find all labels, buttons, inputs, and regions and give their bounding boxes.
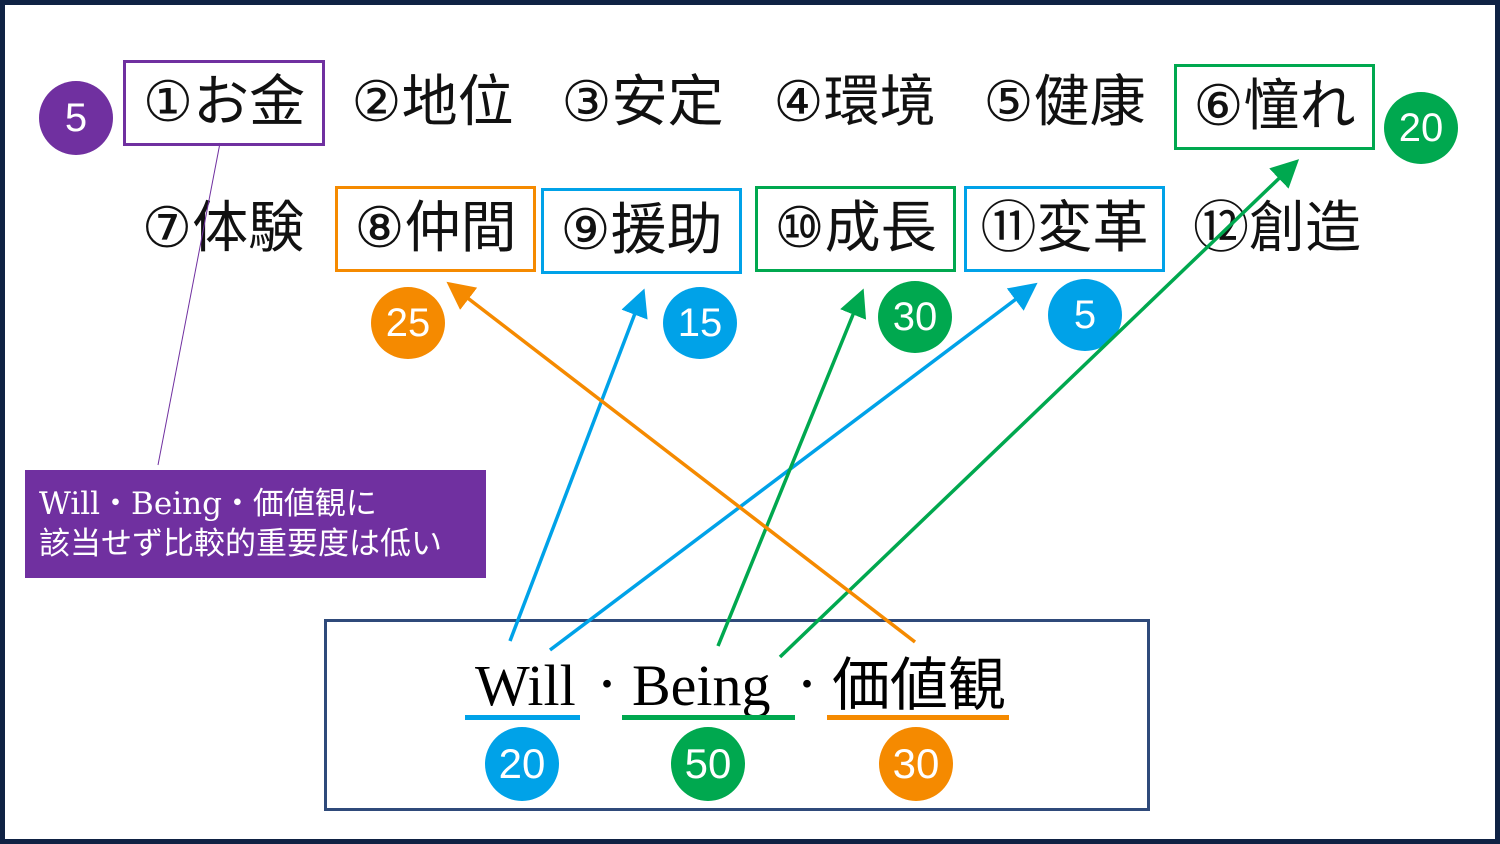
note-line-2: 該当せず比較的重要度は低い bbox=[39, 526, 442, 562]
score-badge-peers: 25 bbox=[371, 287, 445, 359]
factor-will-underline bbox=[465, 715, 580, 720]
factor-being-score: 50 bbox=[671, 727, 745, 801]
factor-will-label: Will bbox=[475, 653, 576, 718]
item-transformation: ⑪変革 bbox=[964, 186, 1165, 272]
item-status: ②地位 bbox=[351, 70, 514, 135]
note-line-1: Will・Being・価値観に bbox=[39, 486, 377, 522]
arrow-will-to-support bbox=[508, 288, 648, 642]
note-box: Will・Being・価値観に 該当せず比較的重要度は低い bbox=[25, 470, 486, 578]
separator-dot-2: ・ bbox=[789, 665, 826, 706]
factor-being-underline bbox=[622, 715, 795, 720]
item-creation: ⑫創造 bbox=[1193, 196, 1361, 261]
item-money: ①お金 bbox=[123, 60, 325, 146]
arrow-will-to-transformation bbox=[548, 282, 1038, 652]
item-health: ⑤健康 bbox=[983, 70, 1146, 135]
item-peers: ⑧仲間 bbox=[335, 186, 536, 272]
item-support: ⑨援助 bbox=[541, 188, 742, 274]
item-growth: ⑩成長 bbox=[755, 186, 956, 272]
score-badge-money: 5 bbox=[39, 81, 113, 155]
factor-values-label: 価値観 bbox=[832, 653, 1007, 718]
factor-values-underline bbox=[827, 715, 1009, 720]
arrow-being-to-growth bbox=[716, 288, 867, 647]
item-experience: ⑦体験 bbox=[141, 196, 305, 261]
score-badge-aspiration: 20 bbox=[1384, 92, 1458, 164]
item-stability: ③安定 bbox=[561, 70, 724, 135]
factor-being-label: Being bbox=[632, 653, 771, 718]
separator-dot-1: ・ bbox=[589, 665, 626, 706]
score-badge-growth: 30 bbox=[878, 281, 952, 353]
factor-values-score: 30 bbox=[879, 727, 953, 801]
score-badge-transformation: 5 bbox=[1048, 279, 1122, 351]
score-badge-support: 15 bbox=[663, 287, 737, 359]
item-environment: ④環境 bbox=[773, 70, 936, 135]
factor-will-score: 20 bbox=[485, 727, 559, 801]
item-aspiration: ⑥憧れ bbox=[1174, 64, 1375, 150]
